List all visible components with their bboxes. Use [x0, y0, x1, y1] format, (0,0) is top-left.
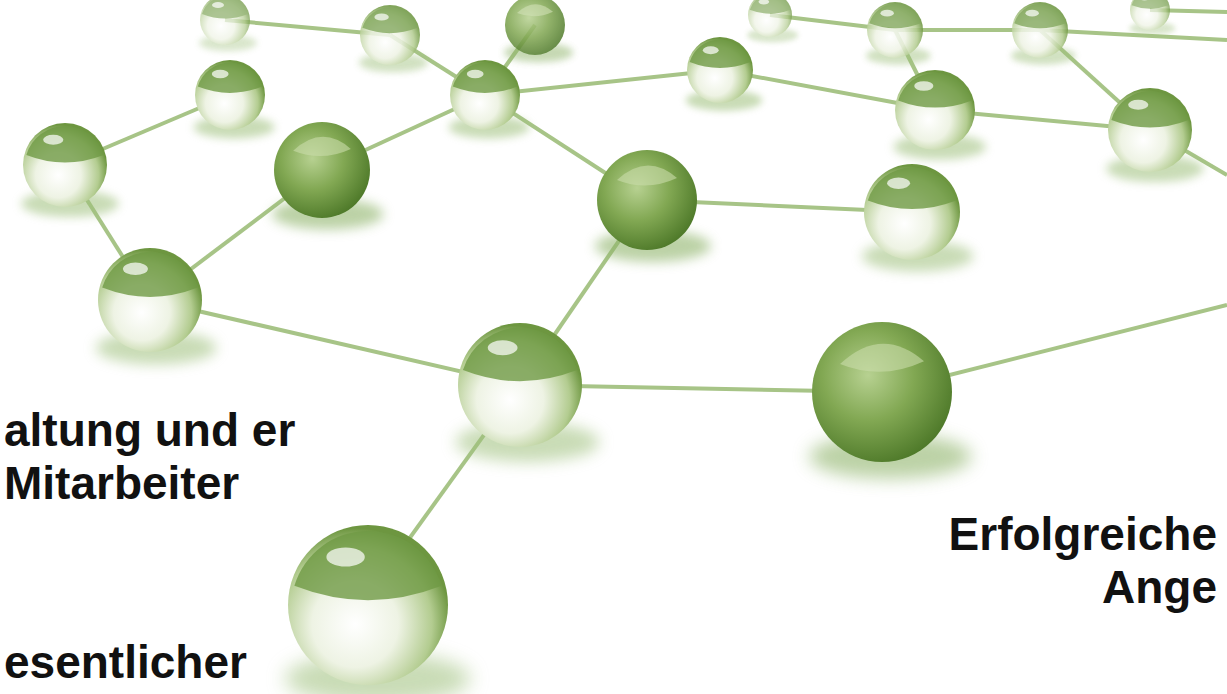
sphere [747, 0, 798, 42]
sphere [96, 248, 217, 364]
sphere [359, 5, 429, 72]
caption-text: esentlicher [4, 636, 304, 689]
sphere [595, 150, 711, 262]
sphere [1129, 0, 1175, 35]
sphere [199, 0, 257, 51]
sphere [893, 70, 986, 160]
sphere [866, 2, 931, 65]
sphere [285, 525, 471, 694]
sphere [456, 323, 600, 462]
sphere [21, 123, 118, 217]
sphere [862, 164, 973, 272]
sphere [194, 60, 275, 138]
sphere [449, 60, 530, 138]
sphere [809, 322, 971, 479]
spheres [21, 0, 1203, 694]
caption-text: Erfolgreiche Ange [925, 508, 1217, 614]
sphere [272, 122, 383, 230]
sphere [686, 37, 763, 111]
caption-text: altung und er Mitarbeiter [4, 404, 304, 510]
sphere [1011, 2, 1076, 65]
sphere [1106, 88, 1203, 182]
sphere [504, 0, 574, 62]
